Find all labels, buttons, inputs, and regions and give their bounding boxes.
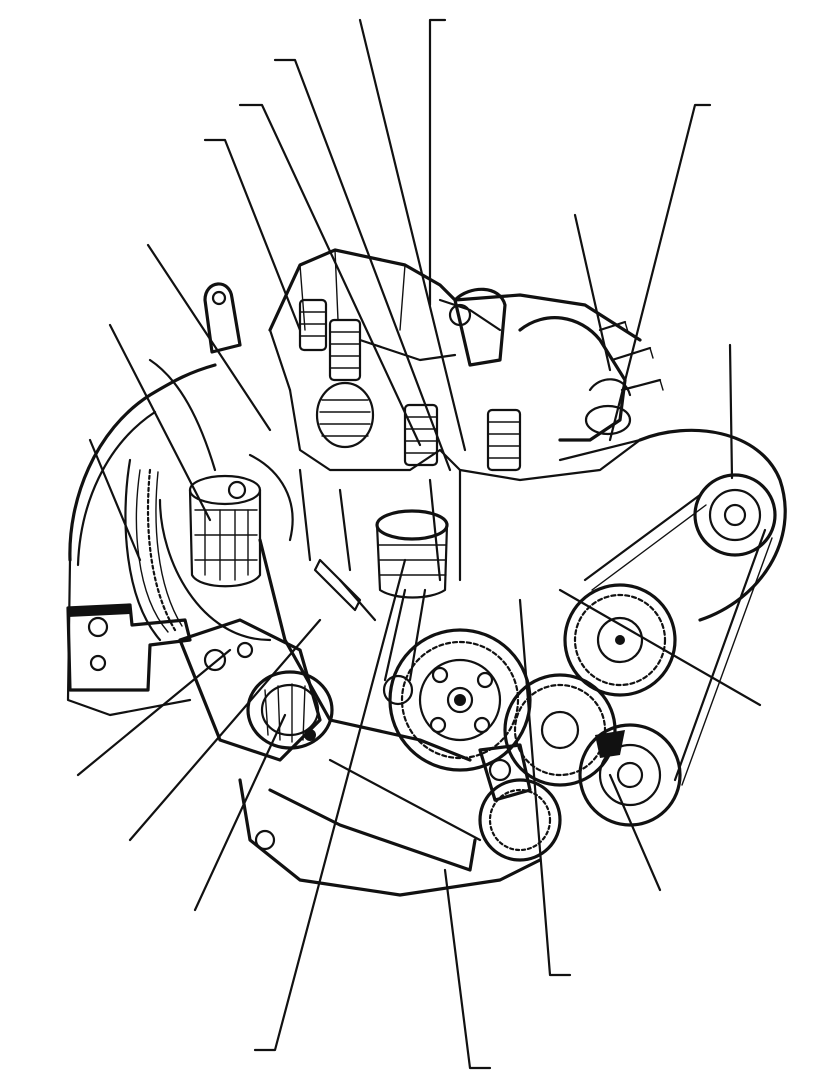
oil-pan [238,758,542,897]
leader-line-16 [253,558,407,1052]
leader-line-14 [518,598,572,977]
lifting-eye [203,282,242,354]
leader-line-17 [193,713,287,912]
leader-line-2 [358,18,467,452]
leader-line-4 [238,103,422,447]
crankshaft-gear [478,778,562,862]
leader-line-7 [108,323,212,522]
leader-line-15 [443,868,492,1070]
leader-line-19 [76,648,232,777]
leader-line-3 [273,58,452,472]
timing-cover [558,428,787,622]
valve-spring-right [486,408,522,472]
alternator-pulley [693,473,777,557]
fuel-filter [188,474,262,588]
leader-line-12 [558,588,762,707]
exhaust-manifold [518,316,632,442]
leader-lines [76,18,762,1070]
flywheel-ring-gear [146,468,183,632]
fuel-line [148,358,294,642]
flywheel-mount-bracket [66,603,192,692]
valve-spring-left [328,318,362,382]
crankshaft-pulley [578,723,682,827]
leader-line-1 [428,18,447,307]
injection-pump [178,618,322,762]
cylinder-head [268,248,642,482]
leader-line-6 [146,243,272,432]
leader-line-10 [608,103,712,442]
leader-line-13 [608,773,662,892]
leader-line-8 [88,438,142,562]
intake-port [453,287,507,367]
leader-line-11 [728,343,734,480]
valve-spring-rear [298,298,328,352]
manifold-studs [598,320,664,392]
injection-pump-gear [388,628,532,772]
oil-filter [246,670,334,750]
piston [375,509,449,599]
leader-line-5 [203,138,302,332]
camshaft-gear [563,583,677,697]
leader-line-9 [573,213,612,372]
oil-pump [478,743,532,802]
fuel-injector [313,558,377,622]
leader-line-18 [128,618,322,842]
drive-belt [583,493,773,786]
camshaft-lobe [315,381,375,449]
